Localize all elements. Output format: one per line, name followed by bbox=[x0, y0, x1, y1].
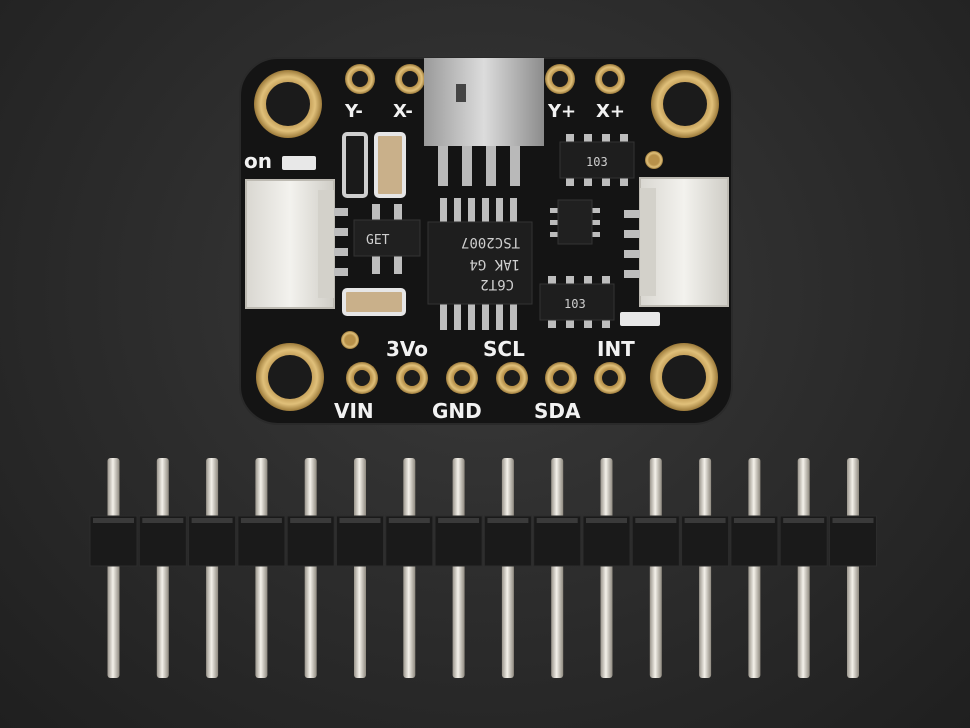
header-plastic-block bbox=[779, 515, 828, 567]
header-block-highlight bbox=[783, 518, 825, 523]
header-block-highlight bbox=[438, 518, 480, 523]
chip-line-2: 1AK G4 bbox=[469, 256, 520, 272]
header-pin bbox=[107, 458, 120, 678]
header-plastic-block bbox=[829, 515, 877, 567]
header-pin bbox=[206, 458, 219, 678]
small-ic bbox=[550, 199, 600, 245]
header-plastic-block bbox=[237, 515, 286, 567]
label-int: INT bbox=[597, 337, 635, 361]
header-pin bbox=[156, 458, 169, 678]
header-block-highlight bbox=[339, 518, 381, 523]
int-led bbox=[620, 312, 660, 326]
power-led bbox=[282, 156, 316, 170]
resistor-top-text: 103 bbox=[586, 155, 608, 169]
header-pin bbox=[699, 458, 712, 678]
header-plastic-block bbox=[730, 515, 779, 567]
capacitor bbox=[342, 132, 368, 198]
label-x-plus: X+ bbox=[596, 101, 625, 122]
chip-line-3: TSC2007 bbox=[461, 234, 520, 250]
header-block-highlight bbox=[191, 518, 233, 523]
header-block-highlight bbox=[388, 518, 430, 523]
mounting-hole-tr bbox=[651, 70, 719, 138]
header-block-highlight bbox=[733, 518, 775, 523]
resistor-array-bottom: 103 bbox=[539, 276, 615, 328]
header-plastic-block bbox=[681, 515, 730, 567]
pin-header bbox=[89, 458, 877, 678]
header-pin bbox=[403, 458, 416, 678]
header-pin bbox=[748, 458, 761, 678]
header-block-highlight bbox=[832, 518, 874, 523]
header-pin bbox=[600, 458, 613, 678]
mounting-hole-bl bbox=[256, 343, 324, 411]
capacitor bbox=[342, 288, 406, 316]
stemma-connector-right bbox=[624, 151, 729, 307]
header-plastic-block bbox=[434, 515, 483, 567]
chip-line-1: C6T2 bbox=[480, 276, 514, 292]
label-scl: SCL bbox=[483, 337, 525, 361]
header-block-highlight bbox=[290, 518, 332, 523]
voltage-regulator: GET bbox=[353, 204, 421, 274]
header-plastic-block bbox=[483, 515, 532, 567]
label-x-minus: X- bbox=[393, 101, 413, 122]
header-block-highlight bbox=[536, 518, 578, 523]
header-plastic-block bbox=[533, 515, 582, 567]
header-plastic-block bbox=[582, 515, 631, 567]
header-pin bbox=[649, 458, 662, 678]
header-plastic-block bbox=[138, 515, 187, 567]
header-block-highlight bbox=[93, 518, 134, 523]
pcb-board: Y- X- Y+ X+ on bbox=[239, 57, 733, 425]
header-pin bbox=[551, 458, 564, 678]
resistor-bottom-text: 103 bbox=[564, 297, 586, 311]
header-pin bbox=[501, 458, 514, 678]
regulator-text: GET bbox=[366, 233, 390, 248]
header-block-highlight bbox=[142, 518, 184, 523]
header-pin bbox=[797, 458, 810, 678]
mounting-hole-tl bbox=[254, 70, 322, 138]
label-y-plus: Y+ bbox=[547, 101, 576, 122]
header-pin bbox=[354, 458, 366, 678]
header-block-highlight bbox=[586, 518, 627, 523]
header-pin bbox=[452, 458, 465, 678]
resistor-array-top: 103 bbox=[559, 134, 635, 186]
header-pin bbox=[304, 458, 317, 678]
capacitor bbox=[374, 132, 406, 198]
stemma-connector-left bbox=[245, 179, 348, 309]
header-plastic-block bbox=[631, 515, 680, 567]
label-gnd: GND bbox=[432, 399, 482, 423]
header-plastic-block bbox=[188, 515, 237, 567]
test-pad bbox=[341, 331, 359, 349]
header-plastic-block bbox=[385, 515, 434, 567]
label-vin: VIN bbox=[334, 399, 374, 423]
header-plastic-block bbox=[286, 515, 335, 567]
header-block-highlight bbox=[635, 518, 677, 523]
header-block-highlight bbox=[684, 518, 726, 523]
header-pin bbox=[847, 458, 859, 678]
header-block-highlight bbox=[487, 518, 529, 523]
header-block-highlight bbox=[240, 518, 282, 523]
mounting-hole-br bbox=[650, 343, 718, 411]
header-plastic-block bbox=[336, 515, 384, 567]
header-pin bbox=[255, 458, 268, 678]
label-3vo: 3Vo bbox=[386, 337, 428, 361]
header-plastic-block bbox=[89, 515, 138, 567]
touch-controller-chip: C6T2 1AK G4 TSC2007 bbox=[427, 198, 533, 330]
label-sda: SDA bbox=[534, 399, 581, 423]
label-y-minus: Y- bbox=[344, 101, 363, 122]
on-label: on bbox=[244, 149, 272, 173]
fpc-connector bbox=[424, 58, 544, 186]
